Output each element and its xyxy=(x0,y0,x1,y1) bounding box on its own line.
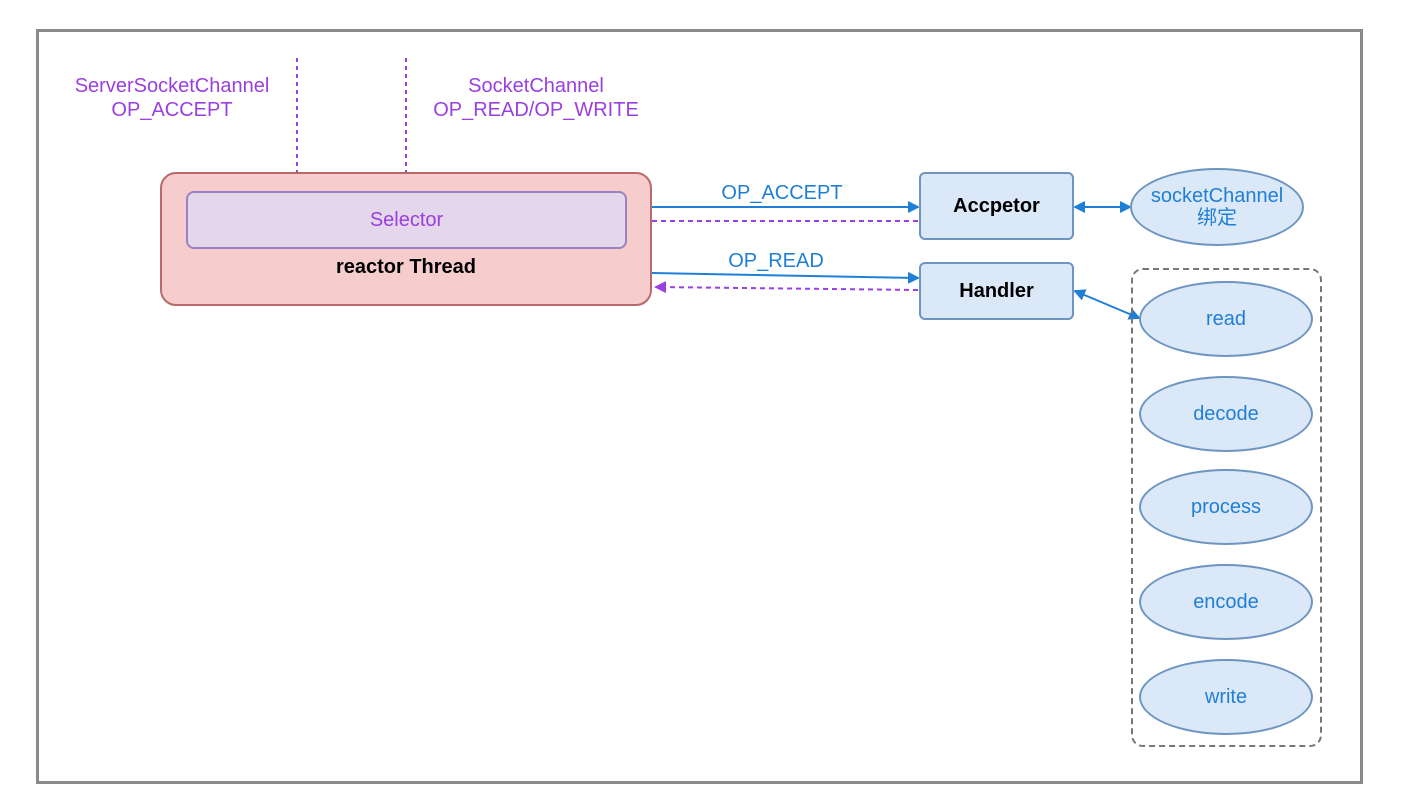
read-arrow xyxy=(651,271,920,284)
bind-node-text: 绑定 xyxy=(1197,207,1237,229)
socket-channel-bind-node: socketChannel 绑定 xyxy=(1130,168,1304,246)
step-decode-node: decode xyxy=(1139,376,1313,452)
step-read-node: read xyxy=(1139,281,1313,357)
acceptor-node: Accpetor xyxy=(919,172,1074,240)
step-process-node: process xyxy=(1139,469,1313,545)
step-write-node: write xyxy=(1139,659,1313,735)
handler-read-arrow xyxy=(1073,289,1141,320)
server-channel-name: ServerSocketChannel xyxy=(74,75,270,97)
socket-channel-op: OP_READ/OP_WRITE xyxy=(433,99,639,121)
step-encode-node: encode xyxy=(1139,564,1313,640)
server-channel-label: ServerSocketChannel OP_ACCEPT xyxy=(52,74,292,122)
reactor-thread-label: reactor Thread xyxy=(335,256,477,278)
read-edge-label: OP_READ xyxy=(728,250,824,272)
selector-box: Selector xyxy=(186,191,627,249)
handler-node: Handler xyxy=(919,262,1074,320)
server-channel-op: OP_ACCEPT xyxy=(111,99,233,121)
accept-edge-label: OP_ACCEPT xyxy=(721,182,843,204)
socket-channel-name: SocketChannel xyxy=(468,75,604,97)
handler-steps-group xyxy=(1131,268,1322,747)
socket-channel-label: SocketChannel OP_READ/OP_WRITE xyxy=(410,74,662,122)
handler-return-arrow xyxy=(654,281,919,294)
bind-node-name: socketChannel xyxy=(1150,185,1284,207)
